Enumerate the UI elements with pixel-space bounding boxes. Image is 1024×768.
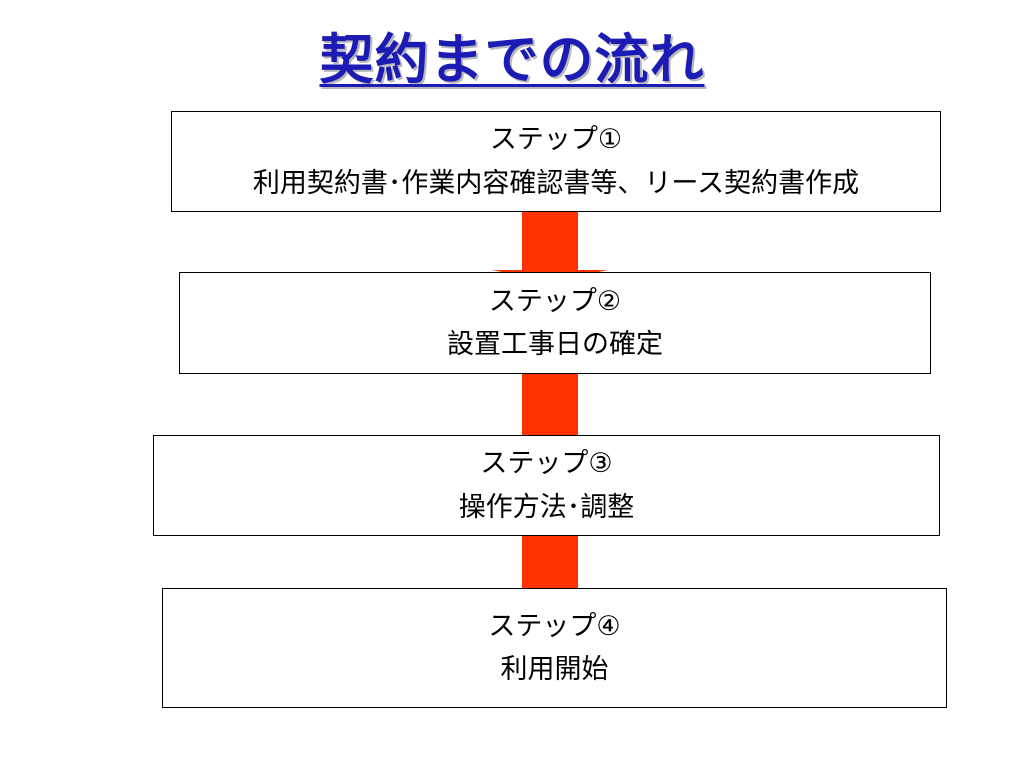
arrow-shape bbox=[492, 212, 608, 282]
step-text: 利用契約書･作業内容確認書等、リース契約書作成 bbox=[252, 167, 860, 199]
step-text: 設置工事日の確定 bbox=[447, 329, 663, 360]
step-box-1: ステップ① 利用契約書･作業内容確認書等、リース契約書作成 bbox=[171, 111, 941, 212]
arrow-down-icon-1 bbox=[492, 212, 608, 282]
step-text: 利用開始 bbox=[500, 654, 609, 685]
arrow-down-icon-3 bbox=[492, 536, 608, 604]
step-label: ステップ③ bbox=[480, 448, 613, 480]
step-label: ステップ① bbox=[489, 124, 623, 156]
step-label: ステップ② bbox=[488, 285, 622, 317]
page-title: 契約までの流れ bbox=[319, 28, 705, 91]
arrow-down-icon-2 bbox=[492, 374, 608, 450]
step-label: ステップ④ bbox=[488, 610, 621, 642]
step-box-3: ステップ③ 操作方法･調整 bbox=[153, 435, 940, 536]
step-text: 操作方法･調整 bbox=[458, 491, 635, 523]
arrow-shape bbox=[492, 374, 608, 450]
step-box-4: ステップ④ 利用開始 bbox=[162, 588, 947, 708]
arrow-shape bbox=[492, 536, 608, 604]
step-box-2: ステップ② 設置工事日の確定 bbox=[179, 272, 931, 374]
